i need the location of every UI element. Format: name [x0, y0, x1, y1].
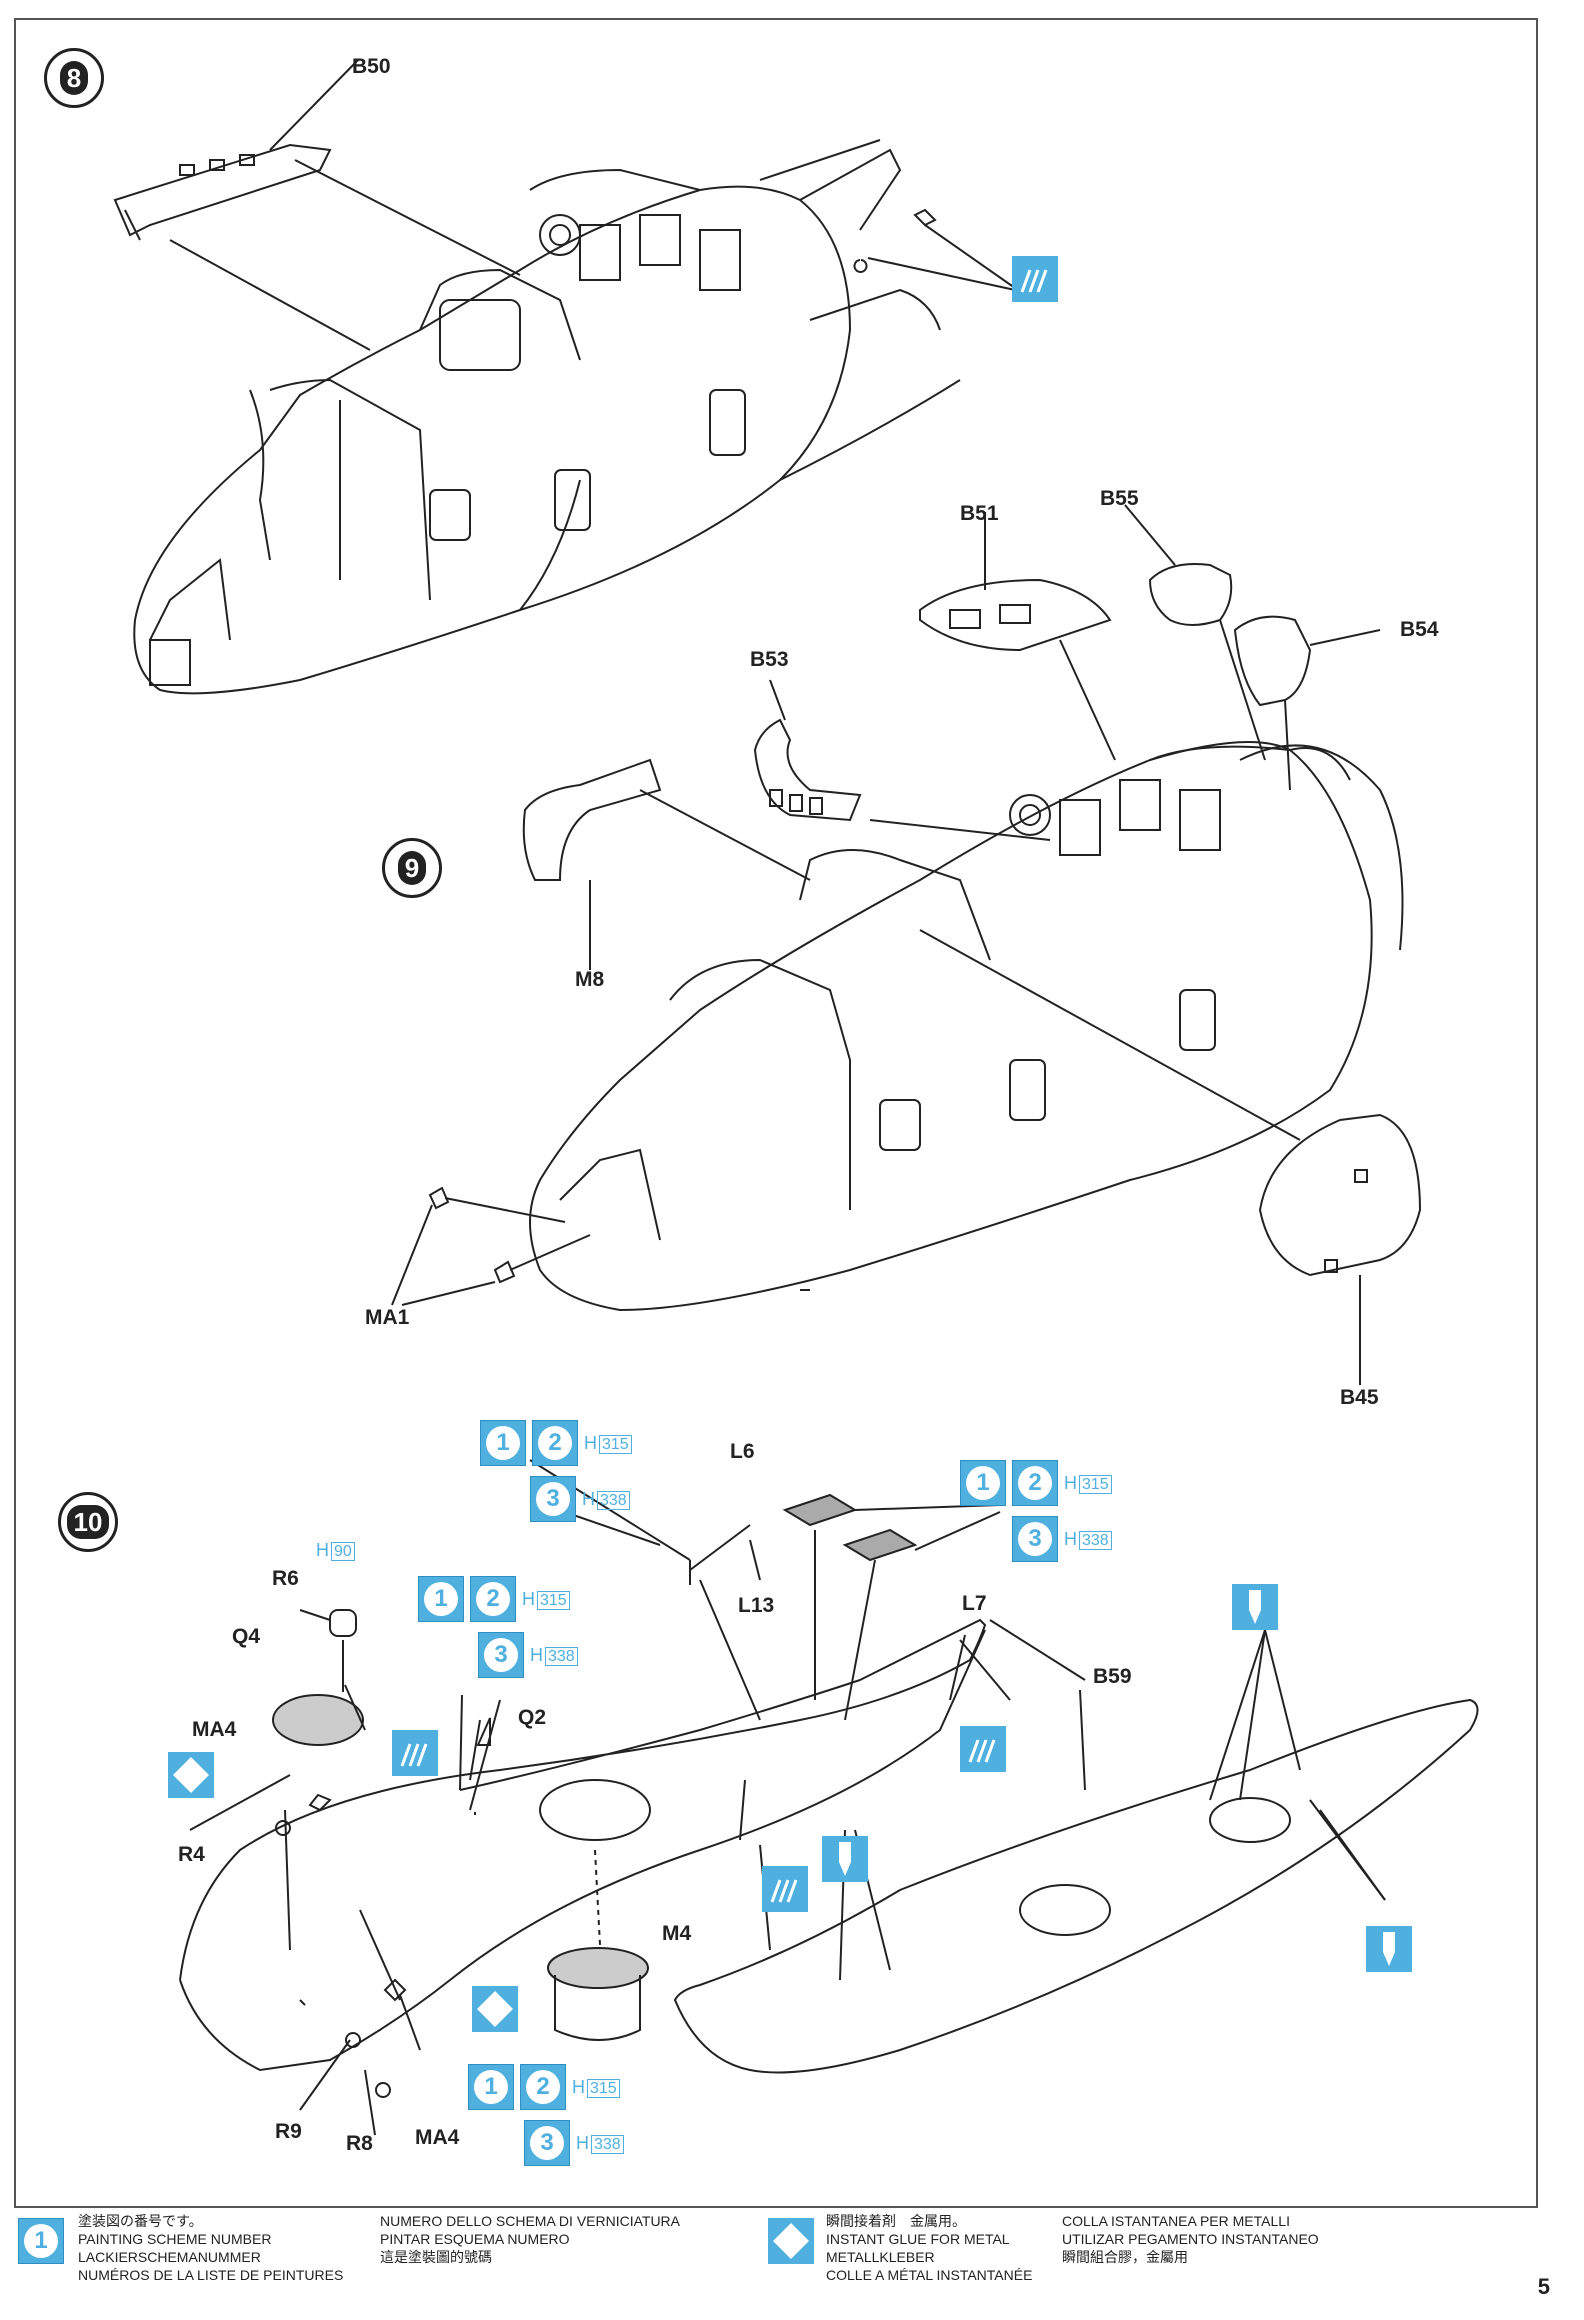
scheme-number-badge: 1: [960, 1460, 1006, 1506]
part-label-l6: L6: [730, 1440, 755, 1463]
part-label-ma4-top: MA4: [192, 1718, 237, 1741]
metal-glue-icon: [168, 1752, 214, 1798]
step9-fuselage-drawing: [391, 504, 1422, 1385]
part-label-b55: B55: [1100, 487, 1139, 510]
scheme-number-badge: 3: [524, 2120, 570, 2166]
step-9-marker: 9: [382, 838, 442, 898]
step-10-number: 10: [66, 1505, 110, 1539]
scheme-number-badge: 2: [470, 1576, 516, 1622]
legend-scheme-icon: 1: [18, 2218, 64, 2264]
glue-icon: [1012, 256, 1058, 302]
scheme-number-badge: 2: [1012, 1460, 1058, 1506]
scheme-number-badge: 2: [532, 1420, 578, 1466]
part-label-l7: L7: [962, 1592, 987, 1615]
part-label-q2: Q2: [518, 1706, 547, 1729]
part-label-b51: B51: [960, 502, 999, 525]
part-label-l13: L13: [738, 1594, 775, 1617]
part-label-b54: B54: [1400, 618, 1439, 641]
part-label-r4: R4: [178, 1843, 205, 1866]
part-label-ma1: MA1: [365, 1306, 410, 1329]
part-label-b50: B50: [352, 55, 391, 78]
part-label-m4: M4: [662, 1922, 692, 1945]
glue-icon: [762, 1866, 808, 1912]
scheme-number-badge: 3: [478, 1632, 524, 1678]
step8-fuselage-drawing: [113, 59, 1016, 695]
scheme-number-badge: 1: [480, 1420, 526, 1466]
scheme-number-badge: 3: [530, 1476, 576, 1522]
scheme-number-badge: 1: [468, 2064, 514, 2110]
glue-icon: [392, 1730, 438, 1776]
step-8-marker: 8: [44, 48, 104, 108]
page-number: 5: [1537, 2274, 1550, 2299]
legend-glue-text-2: COLLA ISTANTANEA PER METALLI UTILIZAR PE…: [1062, 2213, 1319, 2265]
step-10-marker: 10: [58, 1492, 118, 1552]
part-label-r9: R9: [275, 2120, 302, 2143]
legend-glue-text: 瞬間接着剤 金属用。 INSTANT GLUE FOR METAL METALL…: [826, 2213, 1033, 2283]
part-label-r6: R6: [272, 1567, 299, 1590]
part-label-ma4-bottom: MA4: [415, 2126, 460, 2149]
drill-icon: [1232, 1584, 1278, 1630]
legend-metal-glue-icon: [768, 2218, 814, 2264]
step-9-number: 9: [397, 851, 427, 885]
part-label-m8: M8: [575, 968, 605, 991]
glue-icon: [960, 1726, 1006, 1772]
legend-scheme-text: 塗装図の番号です。 PAINTING SCHEME NUMBER LACKIER…: [78, 2213, 344, 2283]
step-8-number: 8: [59, 61, 89, 95]
part-label-b53: B53: [750, 648, 789, 671]
part-label-b45: B45: [1340, 1386, 1379, 1409]
page-frame: [14, 18, 1538, 2208]
part-label-b59: B59: [1093, 1665, 1132, 1688]
part-label-r8: R8: [346, 2132, 373, 2155]
scheme-number-badge: 1: [418, 1576, 464, 1622]
scheme-number-badge: 3: [1012, 1516, 1058, 1562]
legend-scheme-text-2: NUMERO DELLO SCHEMA DI VERNICIATURA PINT…: [380, 2213, 681, 2265]
scheme-number-badge: 2: [520, 2064, 566, 2110]
drill-icon: [1366, 1926, 1412, 1972]
step10-floor-drawing: [179, 1289, 1479, 2136]
metal-glue-icon: [472, 1986, 518, 2032]
drill-icon: [822, 1836, 868, 1882]
part-label-q4: Q4: [232, 1625, 261, 1648]
